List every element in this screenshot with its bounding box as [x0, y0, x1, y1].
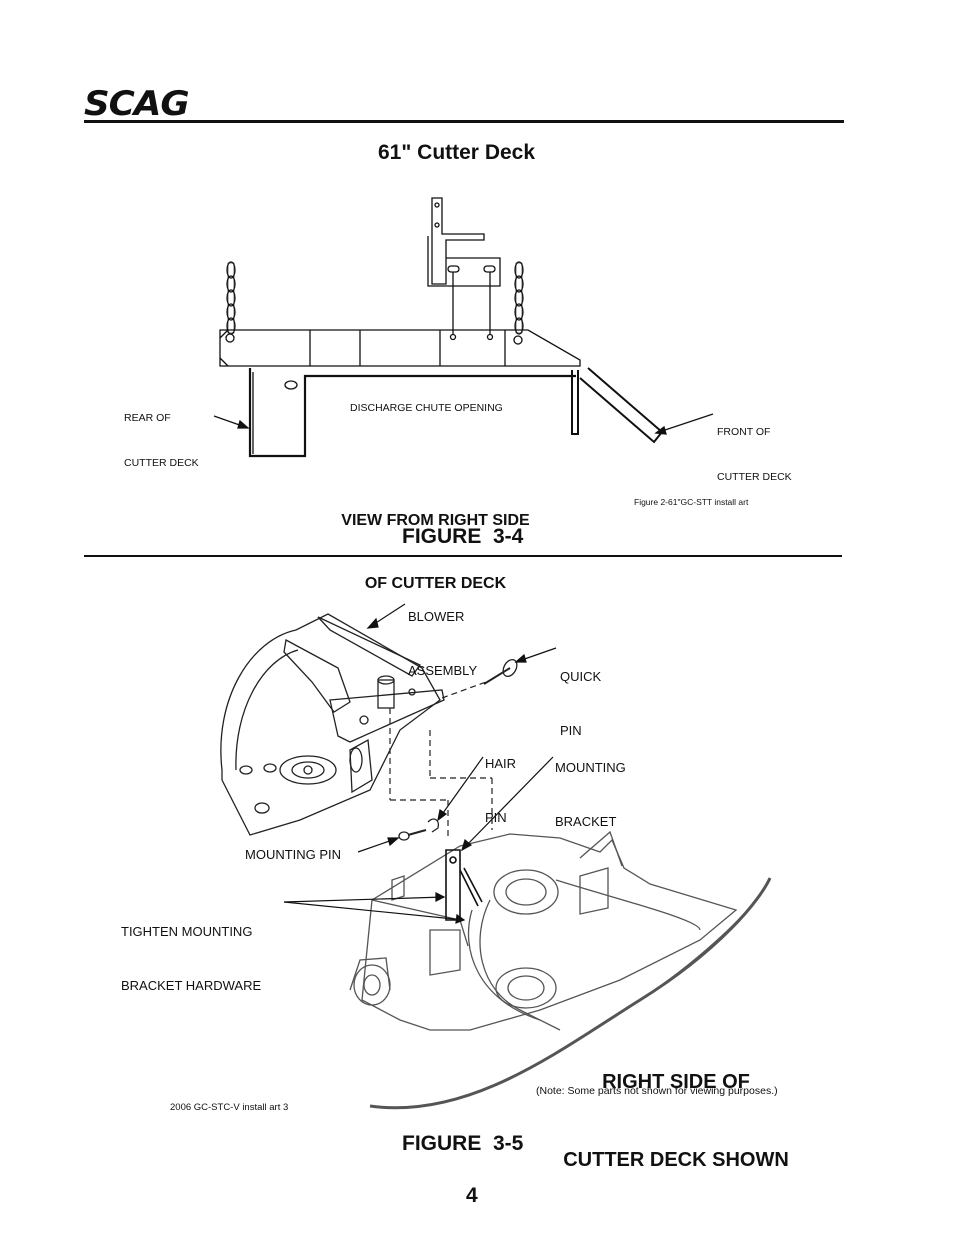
blower-label-line-1: BLOWER	[408, 609, 465, 624]
figure-3-4-art-note: Figure 2-61"GC-STT install art	[634, 497, 749, 507]
discharge-chute-label: DISCHARGE CHUTE OPENING	[350, 402, 503, 414]
quick-pin-line-1: QUICK	[560, 669, 602, 684]
left-chain	[226, 261, 236, 335]
blower-label-line-2: ASSEMBLY	[408, 663, 478, 678]
section-divider	[84, 555, 842, 557]
right-side-shown-label: RIGHT SIDE OF CUTTER DECK SHOWN	[548, 1017, 804, 1199]
hair-pin	[427, 818, 440, 833]
quick-pin-label: QUICK PIN	[560, 632, 601, 758]
figure-3-4-caption: FIGURE 3-4	[402, 525, 524, 548]
page-number: 4	[466, 1184, 478, 1207]
rear-of-deck-label: REAR OF CUTTER DECK	[124, 381, 199, 486]
rear-label-line-2: CUTTER DECK	[124, 457, 199, 469]
figure-3-5-art-note: 2006 GC-STC-V install art 3	[170, 1102, 289, 1113]
tighten-line-2: BRACKET HARDWARE	[121, 978, 262, 993]
blower-assembly	[220, 613, 445, 836]
right-chain	[514, 261, 524, 335]
mounting-pin	[398, 829, 427, 841]
view-from-right-side-label: VIEW FROM RIGHT SIDE OF CUTTER DECK	[333, 468, 538, 615]
mounting-bracket-label: MOUNTING BRACKET	[555, 723, 626, 849]
figure-3-5-caption: FIGURE 3-5	[402, 1132, 524, 1155]
hair-pin-label: HAIR PIN	[485, 719, 516, 845]
blower-assembly-label: BLOWER ASSEMBLY	[408, 572, 477, 698]
mounting-pin-label: MOUNTING PIN	[245, 847, 342, 862]
scag-logo: SCAG	[84, 84, 190, 124]
tighten-line-1: TIGHTEN MOUNTING	[121, 924, 253, 939]
header-rule	[84, 120, 844, 123]
mounting-bracket-line-2: BRACKET	[555, 814, 617, 829]
mounting-bracket-line-1: MOUNTING	[555, 760, 626, 775]
front-label-line-2: CUTTER DECK	[717, 471, 792, 483]
view-label-line-2: OF CUTTER DECK	[364, 575, 507, 592]
right-side-line-2: CUTTER DECK SHOWN	[563, 1149, 789, 1171]
cutter-deck	[349, 830, 738, 1031]
note-label: (Note: Some parts not shown for viewing …	[536, 1085, 778, 1097]
figure-3-4-title: 61" Cutter Deck	[378, 141, 536, 164]
hair-pin-line-1: HAIR	[485, 756, 517, 771]
front-label-line-1: FRONT OF	[717, 426, 771, 438]
right-side-line-1: RIGHT SIDE OF	[602, 1071, 750, 1093]
quick-pin-line-2: PIN	[560, 723, 582, 738]
tighten-hardware-label: TIGHTEN MOUNTING BRACKET HARDWARE	[121, 887, 261, 1013]
mounting-bracket	[445, 849, 483, 921]
rear-label-line-1: REAR OF	[124, 412, 171, 424]
hair-pin-line-2: PIN	[485, 810, 507, 825]
quick-pin	[483, 658, 518, 685]
front-of-deck-label: FRONT OF CUTTER DECK	[717, 395, 792, 500]
view-label-line-1: VIEW FROM RIGHT SIDE	[341, 512, 530, 529]
